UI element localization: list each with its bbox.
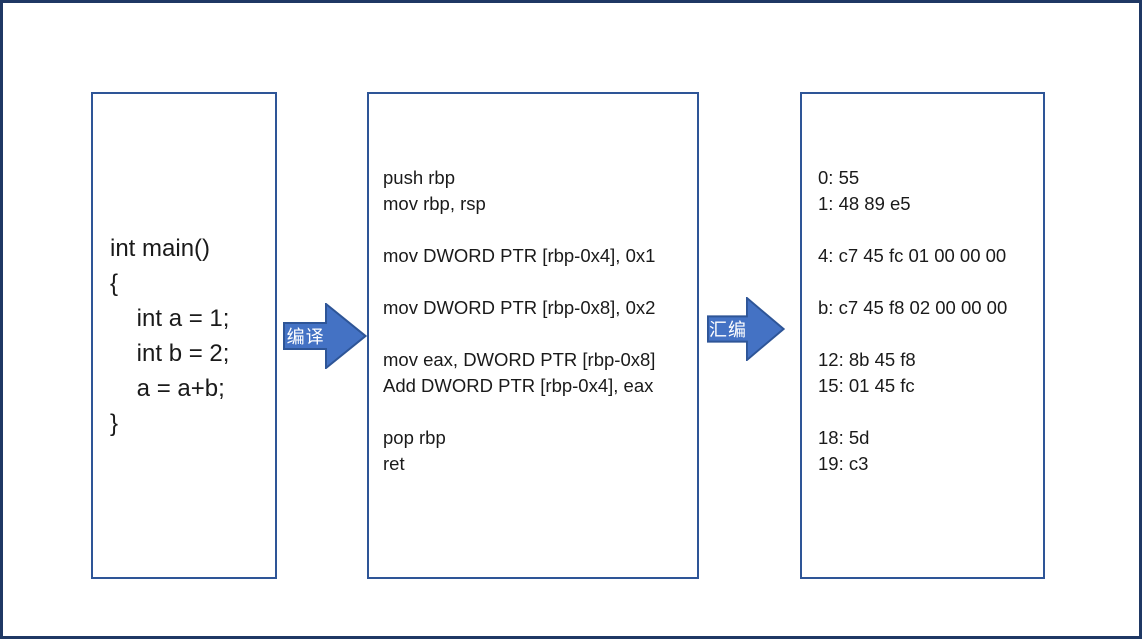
source-code-text: int main() { int a = 1; int b = 2; a = a+… [110,231,275,441]
code-line: a = a+b; [110,375,225,402]
compile-arrow: 编译 [283,303,367,369]
code-line: 18: 5d [818,427,870,448]
code-line: int a = 1; [110,305,230,332]
machine-code-box: 0: 55 1: 48 89 e5 4: c7 45 fc 01 00 00 00… [800,92,1045,579]
code-line: mov DWORD PTR [rbp-0x8], 0x2 [383,297,656,318]
code-line: int main() [110,235,211,262]
source-code-box: int main() { int a = 1; int b = 2; a = a+… [91,92,277,579]
code-line: ret [383,453,405,474]
code-line: 19: c3 [818,453,869,474]
code-line: b: c7 45 f8 02 00 00 00 [818,297,1008,318]
compile-arrow-label: 编译 [286,327,325,347]
arrow-shape [283,303,367,369]
right-block-arrow-icon [283,303,367,369]
code-line: mov eax, DWORD PTR [rbp-0x8] [383,349,656,370]
assemble-arrow: 汇编 [707,297,785,361]
code-line [818,269,1043,295]
code-line [818,399,1043,425]
assemble-arrow-label: 汇编 [709,320,748,340]
assembly-code-text: push rbp mov rbp, rsp mov DWORD PTR [rbp-… [383,165,697,477]
code-line: 12: 8b 45 f8 [818,349,916,370]
code-line [818,321,1043,347]
code-line [383,217,697,243]
code-line: Add DWORD PTR [rbp-0x4], eax [383,375,654,396]
right-block-arrow-icon [707,297,785,361]
machine-code-text: 0: 55 1: 48 89 e5 4: c7 45 fc 01 00 00 00… [818,165,1043,477]
code-line: 4: c7 45 fc 01 00 00 00 [818,245,1007,266]
code-line: } [110,410,119,437]
code-line: 0: 55 [818,167,860,188]
code-line: pop rbp [383,427,446,448]
code-line: mov rbp, rsp [383,193,486,214]
code-line [818,217,1043,243]
code-line: 1: 48 89 e5 [818,193,911,214]
arrow-shape [707,297,785,361]
assembly-code-box: push rbp mov rbp, rsp mov DWORD PTR [rbp-… [367,92,699,579]
code-line: int b = 2; [110,340,230,367]
code-line: { [110,270,119,297]
code-line [383,399,697,425]
code-line: push rbp [383,167,455,188]
code-line: 15: 01 45 fc [818,375,915,396]
code-line [383,269,697,295]
code-line [383,321,697,347]
code-line: mov DWORD PTR [rbp-0x4], 0x1 [383,245,656,266]
